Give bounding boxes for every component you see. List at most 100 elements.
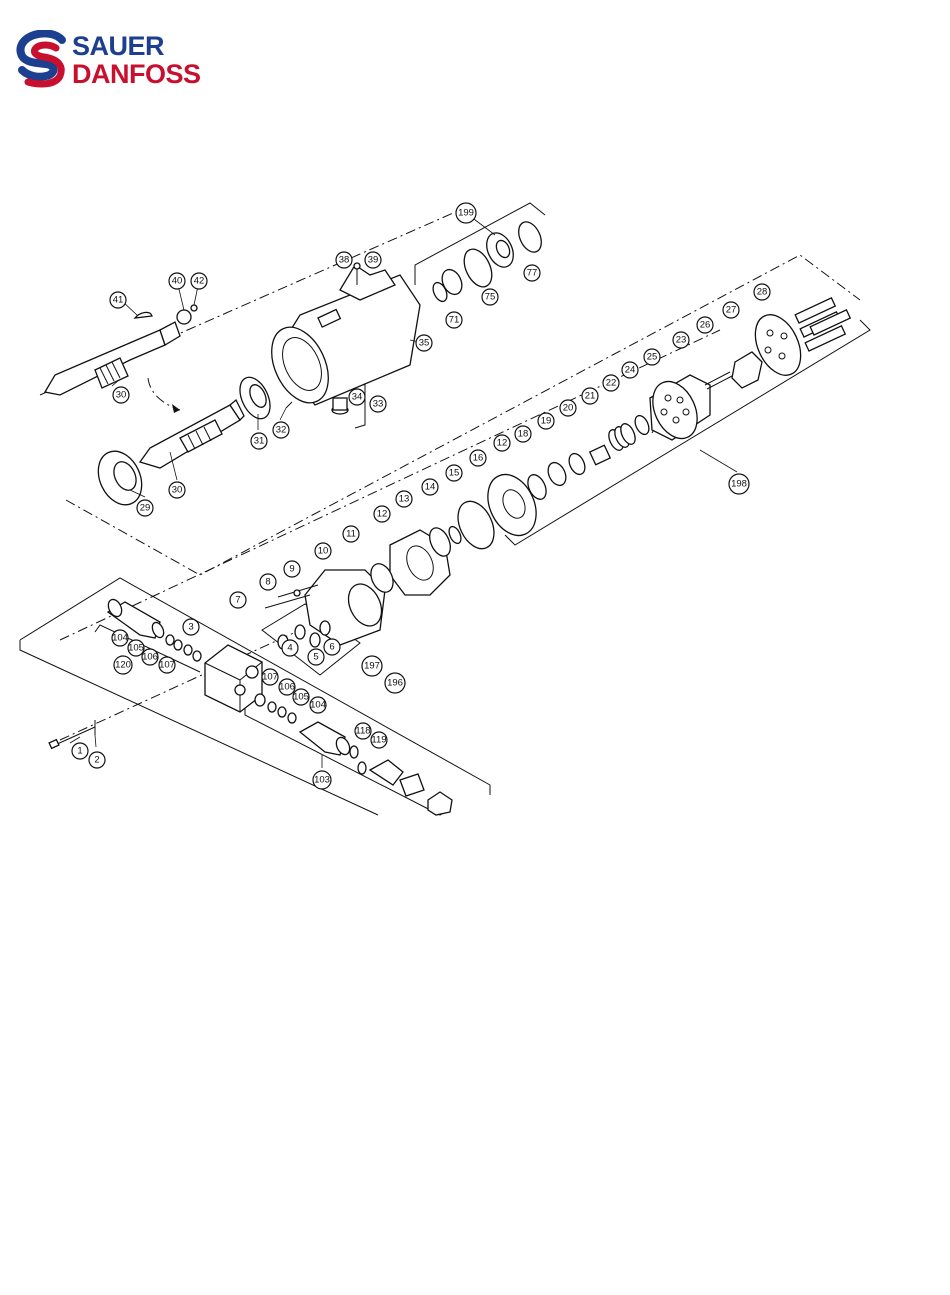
callout-106a: 106	[142, 649, 158, 665]
callout-30b: 30	[169, 482, 185, 498]
svg-text:25: 25	[647, 352, 658, 363]
callout-12a: 12	[494, 435, 510, 451]
svg-text:42: 42	[194, 276, 205, 287]
svg-text:7: 7	[235, 595, 240, 606]
callout-7: 7	[230, 592, 246, 608]
svg-text:3: 3	[188, 622, 193, 633]
svg-text:20: 20	[563, 403, 574, 414]
svg-text:30: 30	[116, 390, 127, 401]
svg-text:29: 29	[140, 503, 151, 514]
svg-text:4: 4	[287, 643, 292, 654]
callout-14: 14	[422, 479, 438, 495]
callout-42: 42	[191, 273, 207, 289]
callout-107b: 107	[262, 669, 278, 685]
svg-text:106: 106	[142, 652, 158, 663]
callout-22: 22	[603, 375, 619, 391]
svg-text:13: 13	[399, 494, 410, 505]
svg-text:198: 198	[731, 479, 747, 490]
callout-77: 77	[524, 265, 540, 281]
svg-text:6: 6	[329, 642, 334, 653]
svg-text:30: 30	[172, 485, 183, 496]
callout-40: 40	[169, 273, 185, 289]
callout-199: 199	[456, 203, 476, 223]
callout-23: 23	[673, 332, 689, 348]
callout-18: 18	[515, 426, 531, 442]
svg-text:75: 75	[485, 292, 496, 303]
svg-text:39: 39	[368, 255, 379, 266]
svg-text:8: 8	[265, 577, 270, 588]
callout-75: 75	[482, 289, 498, 305]
svg-text:107: 107	[262, 672, 278, 683]
callout-30a: 30	[113, 387, 129, 403]
callout-103: 103	[313, 771, 331, 789]
callout-197: 197	[362, 656, 382, 676]
callout-27: 27	[723, 302, 739, 318]
callout-107a: 107	[159, 657, 175, 673]
svg-text:24: 24	[625, 365, 636, 376]
callout-118: 118	[355, 723, 371, 739]
callout-41: 41	[110, 292, 126, 308]
svg-text:23: 23	[676, 335, 687, 346]
svg-text:2: 2	[94, 755, 99, 766]
callout-71: 71	[446, 312, 462, 328]
svg-text:118: 118	[355, 726, 370, 737]
callout-8: 8	[260, 574, 276, 590]
svg-text:10: 10	[318, 546, 329, 557]
svg-text:77: 77	[527, 268, 538, 279]
svg-text:197: 197	[364, 661, 380, 672]
callout-10: 10	[315, 543, 331, 559]
callout-32: 32	[273, 422, 289, 438]
callout-34: 34	[349, 389, 365, 405]
callout-28: 28	[754, 284, 770, 300]
svg-text:119: 119	[371, 735, 386, 746]
callout-5: 5	[308, 649, 324, 665]
svg-text:105: 105	[293, 692, 309, 703]
svg-text:11: 11	[346, 529, 356, 540]
svg-text:9: 9	[289, 564, 294, 575]
svg-text:34: 34	[352, 392, 363, 403]
callout-21: 21	[582, 388, 598, 404]
callout-12b: 12	[374, 506, 390, 522]
svg-text:1: 1	[77, 746, 82, 757]
svg-text:103: 103	[314, 775, 330, 786]
callout-105b: 105	[293, 689, 309, 705]
svg-text:40: 40	[172, 276, 183, 287]
svg-text:19: 19	[541, 416, 552, 427]
callout-29: 29	[137, 500, 153, 516]
svg-text:199: 199	[458, 208, 474, 219]
callout-120: 120	[114, 656, 132, 674]
svg-text:12: 12	[497, 438, 508, 449]
callout-119: 119	[371, 732, 387, 748]
svg-text:28: 28	[757, 287, 768, 298]
callout-19: 19	[538, 413, 554, 429]
svg-text:104: 104	[112, 633, 128, 644]
svg-text:32: 32	[276, 425, 287, 436]
callout-1: 1	[72, 743, 88, 759]
callout-104a: 104	[112, 630, 128, 646]
svg-text:5: 5	[313, 652, 318, 663]
callout-33: 33	[370, 396, 386, 412]
svg-text:196: 196	[387, 678, 403, 689]
callout-11: 11	[343, 526, 359, 542]
svg-text:18: 18	[518, 429, 529, 440]
callout-198: 198	[729, 474, 749, 494]
svg-text:26: 26	[700, 320, 711, 331]
svg-text:27: 27	[726, 305, 737, 316]
callout-13: 13	[396, 491, 412, 507]
callout-24: 24	[622, 362, 638, 378]
svg-text:15: 15	[449, 468, 460, 479]
svg-text:21: 21	[585, 391, 596, 402]
callout-35: 35	[416, 335, 432, 351]
callout-31: 31	[251, 433, 267, 449]
callout-16: 16	[470, 450, 486, 466]
callout-196: 196	[385, 673, 405, 693]
callout-26: 26	[697, 317, 713, 333]
callout-20: 20	[560, 400, 576, 416]
callout-38: 38	[336, 252, 352, 268]
svg-text:120: 120	[115, 660, 131, 671]
svg-text:16: 16	[473, 453, 484, 464]
svg-text:31: 31	[254, 436, 265, 447]
callout-2: 2	[89, 752, 105, 768]
svg-text:12: 12	[377, 509, 388, 520]
